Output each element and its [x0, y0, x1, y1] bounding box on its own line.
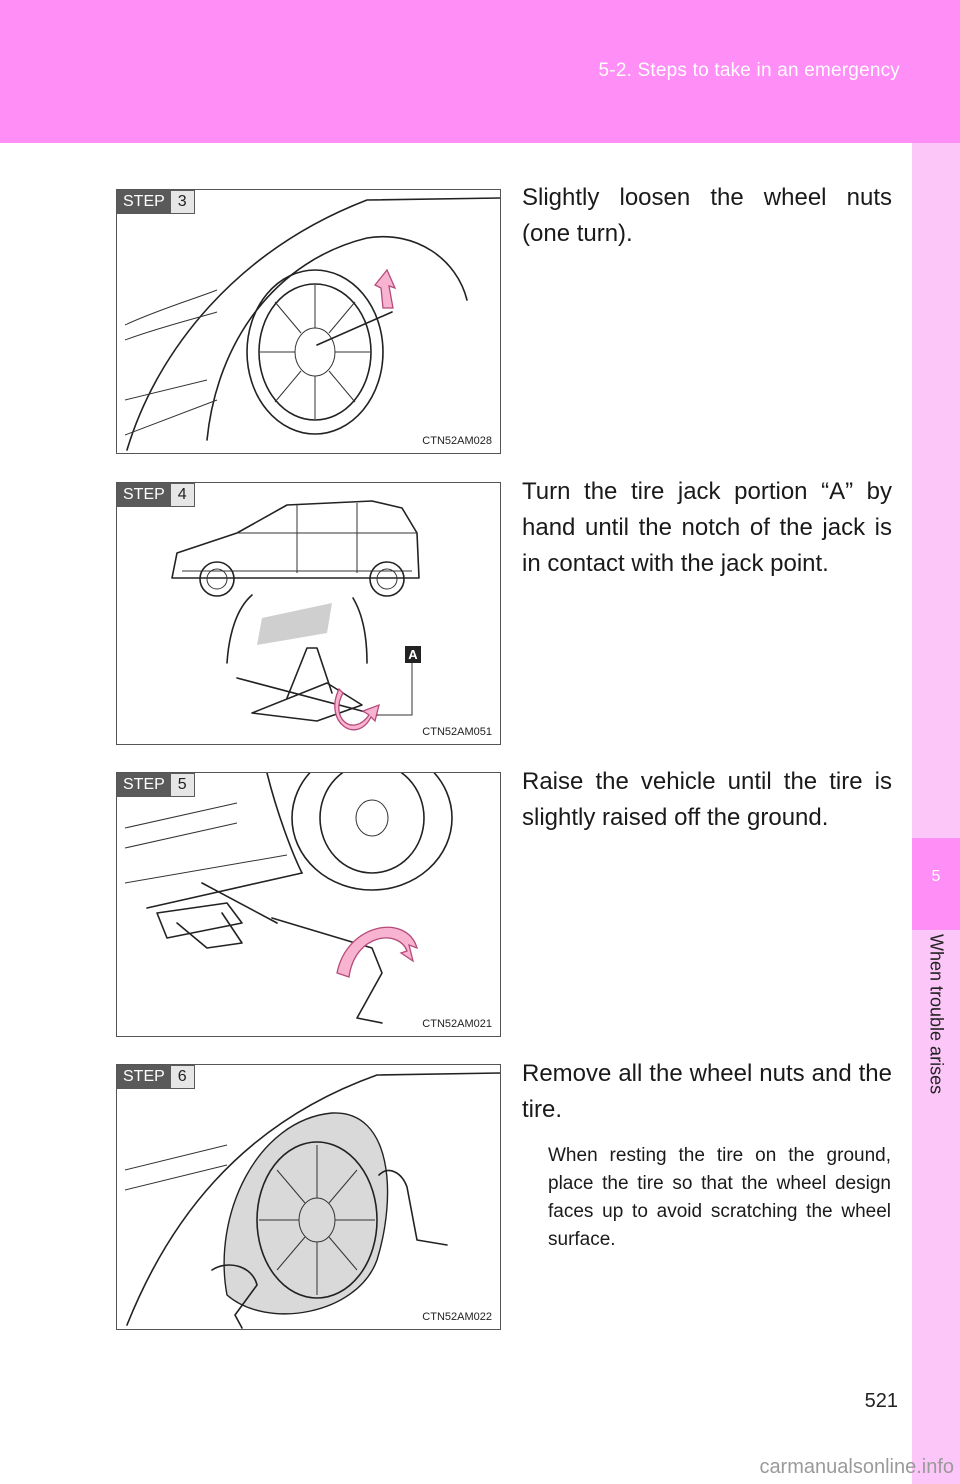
step-badge: STEP 4	[117, 483, 195, 507]
side-tab	[912, 143, 960, 1484]
page-number: 521	[864, 1390, 898, 1412]
remove-tire-illustration	[124, 1072, 500, 1329]
chapter-label-text: When trouble arises	[926, 934, 947, 1095]
step-6-note: When resting the tire on the ground, pla…	[548, 1145, 891, 1250]
figure-step-5: STEP 5 CTN52AM021	[116, 772, 501, 1037]
figure-code: CTN52AM028	[422, 435, 492, 447]
figure-step-6: STEP 6 CTN52AM022	[116, 1064, 501, 1330]
watermark: carmanualsonline.info	[759, 1456, 954, 1478]
jack-position-illustration: A	[171, 500, 421, 731]
chapter-label: When trouble arises	[912, 930, 960, 1150]
figure-code: CTN52AM021	[422, 1018, 492, 1030]
raise-vehicle-illustration	[124, 773, 453, 1024]
step-badge: STEP 5	[117, 773, 195, 797]
section-title: 5-2. Steps to take in an emergency	[598, 60, 900, 81]
figure-step-3: STEP 3 CTN52AM028	[116, 189, 501, 454]
callout-a: A	[408, 647, 418, 662]
page-header: 5-2. Steps to take in an emergency	[0, 0, 960, 143]
figure-step-4: A STEP 4 CTN52AM051	[116, 482, 501, 745]
step-3-text: Slightly loosen the wheel nuts (one turn…	[522, 184, 892, 247]
figure-code: CTN52AM022	[422, 1311, 492, 1323]
step-4-text: Turn the tire jack portion “A” by hand u…	[522, 478, 892, 577]
wheel-loosen-illustration	[124, 197, 500, 451]
figure-code: CTN52AM051	[422, 726, 492, 738]
step-badge: STEP 3	[117, 190, 195, 214]
step-6-text: Remove all the wheel nuts and the tire.	[522, 1060, 892, 1123]
step-5-text: Raise the vehicle until the tire is slig…	[522, 768, 892, 831]
chapter-number: 5	[912, 838, 960, 930]
step-badge: STEP 6	[117, 1065, 195, 1089]
